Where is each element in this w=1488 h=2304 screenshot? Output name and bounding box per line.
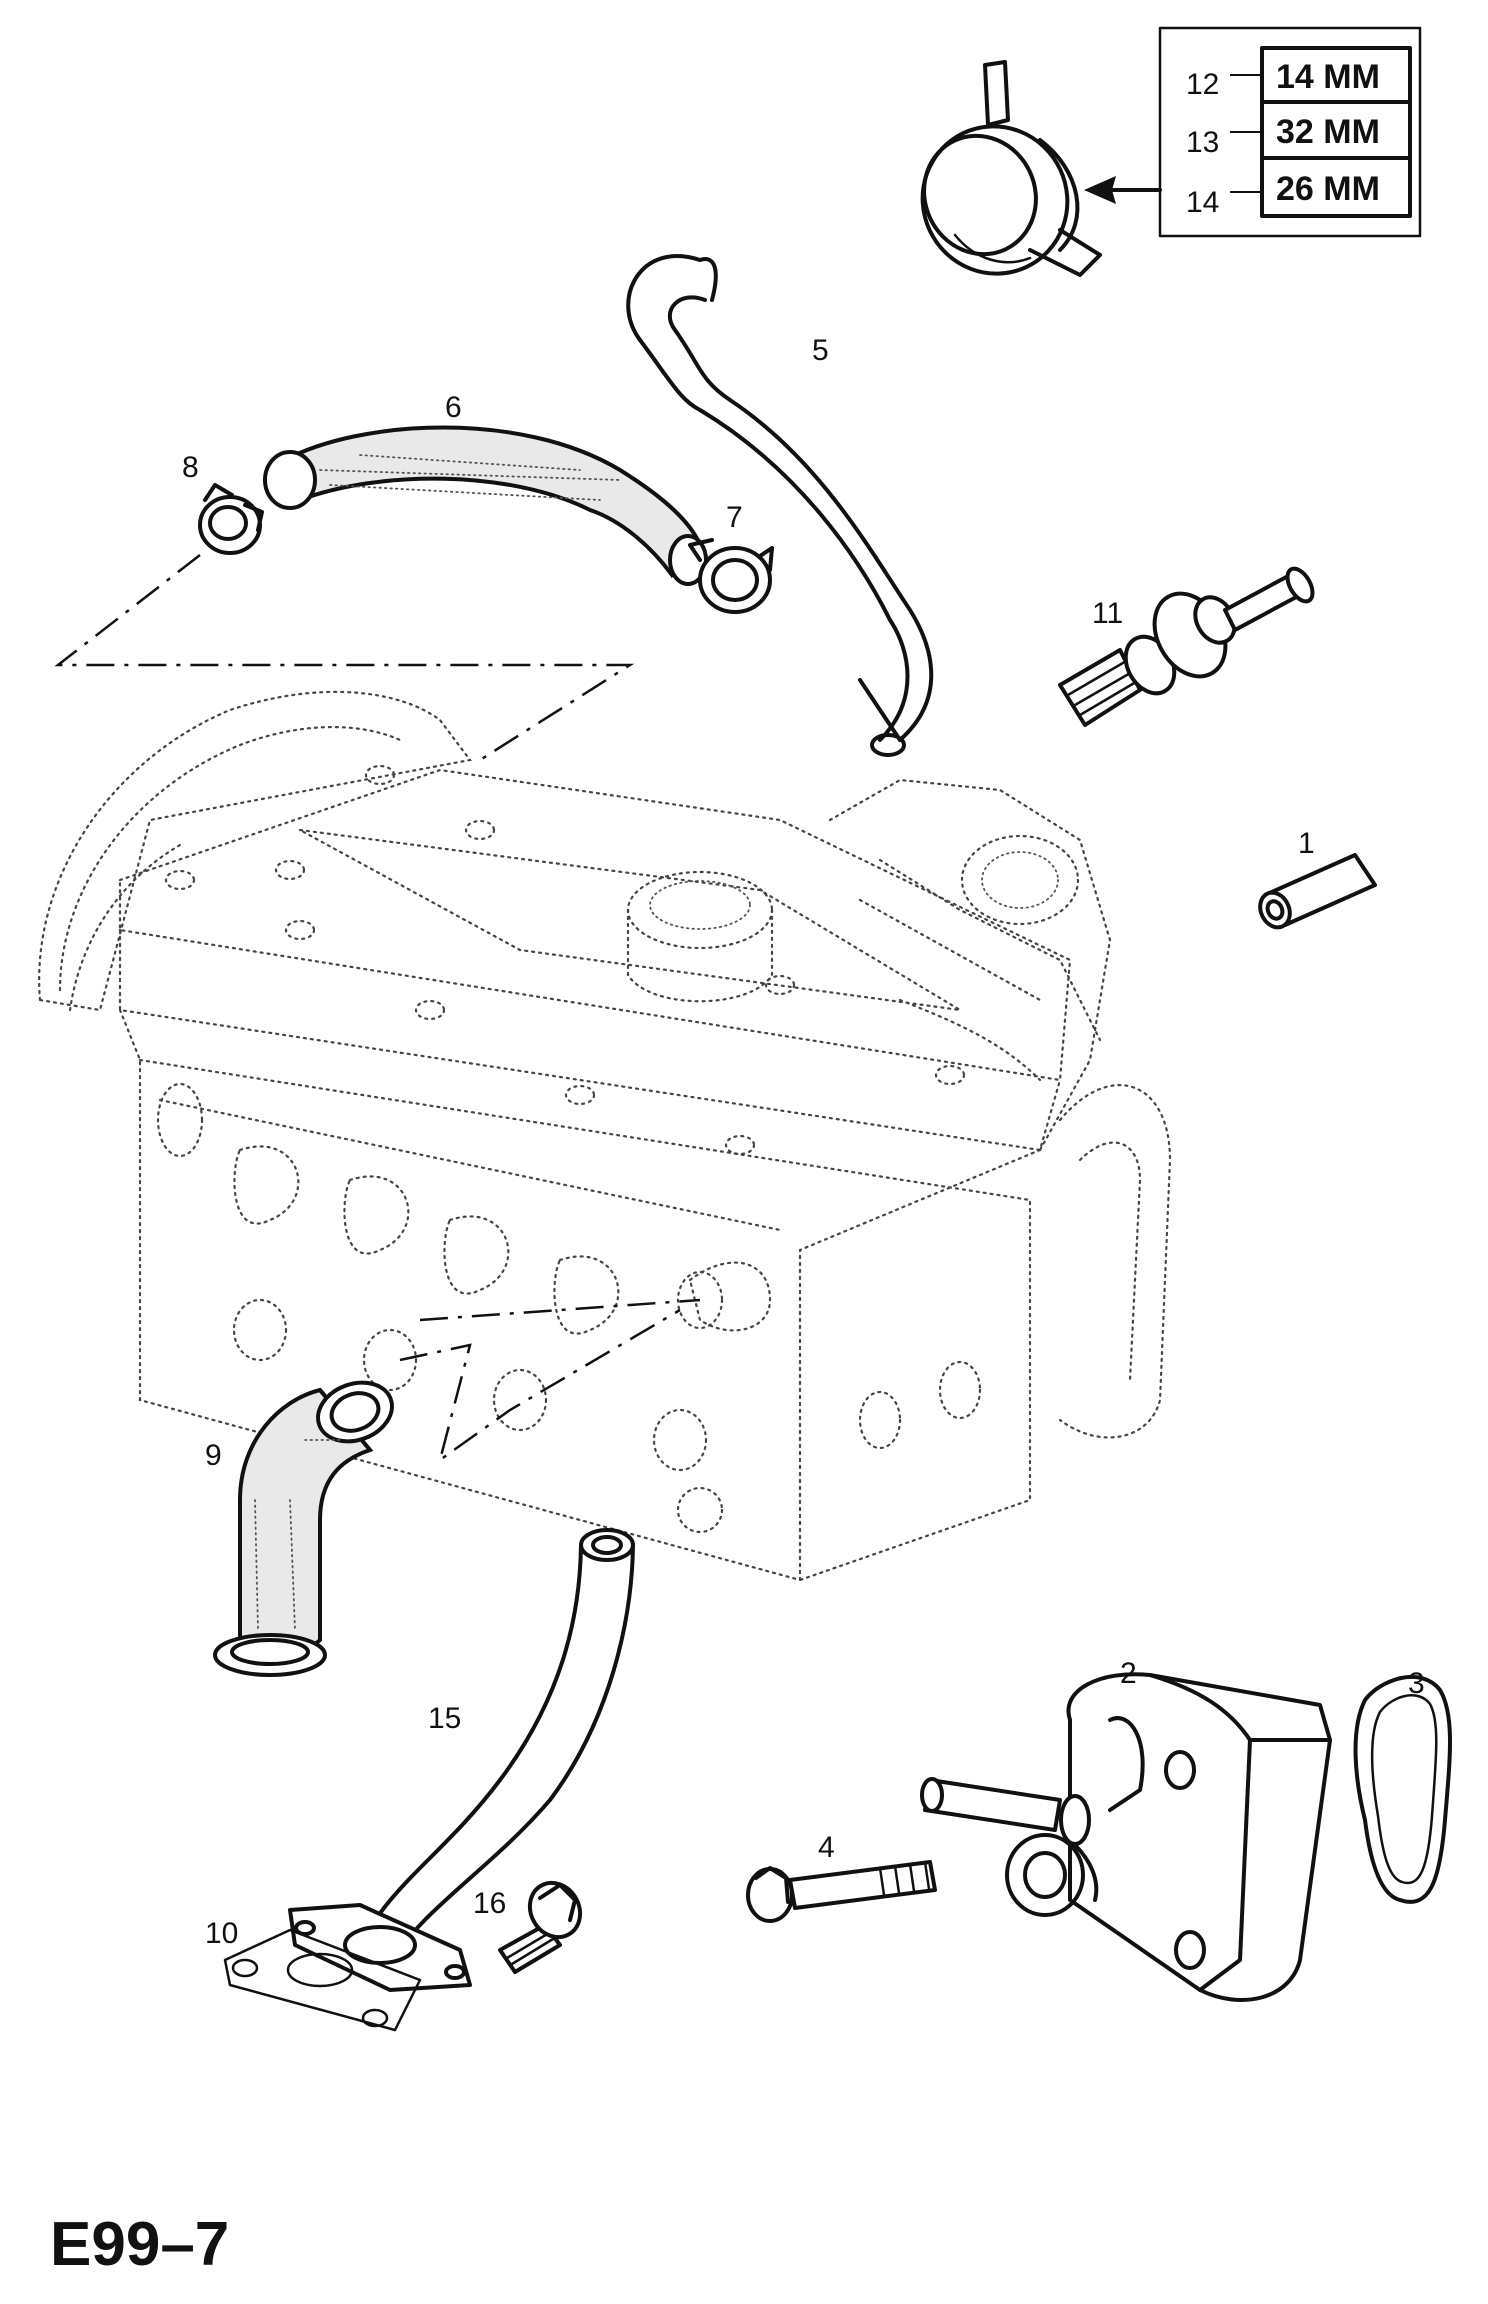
callout-14: 14 bbox=[1186, 186, 1219, 219]
clip-size-frame bbox=[1158, 26, 1422, 238]
bolt-16 bbox=[498, 1880, 583, 1974]
union-fitting-11 bbox=[1058, 566, 1315, 727]
breather-hose-5 bbox=[626, 254, 934, 757]
callout-10: 10 bbox=[205, 1917, 238, 1950]
assembly-leader-lines bbox=[54, 554, 681, 1464]
callout-6: 6 bbox=[445, 391, 462, 424]
coolant-pipe-15 bbox=[353, 1528, 635, 1967]
hose-6 bbox=[263, 425, 708, 586]
bolt-4 bbox=[746, 1860, 937, 1923]
gasket-3 bbox=[1353, 1674, 1452, 1904]
spring-clip-detail: 12 13 14 14 MM 32 MM 26 MM bbox=[920, 26, 1422, 277]
hose-9 bbox=[213, 1380, 394, 1677]
pipe-1 bbox=[1258, 853, 1377, 930]
clip-size-14mm: 14 MM bbox=[1276, 58, 1380, 96]
engine-cylinder-head bbox=[38, 690, 1172, 1582]
figure-code: E99–7 bbox=[50, 2210, 229, 2279]
oil-cooler-2 bbox=[920, 1672, 1332, 2002]
callout-9: 9 bbox=[205, 1439, 222, 1472]
callout-8: 8 bbox=[182, 451, 199, 484]
callout-1: 1 bbox=[1298, 827, 1315, 860]
hose-clip-7 bbox=[688, 538, 774, 614]
arrow-icon bbox=[1084, 176, 1116, 204]
callout-15: 15 bbox=[428, 1702, 461, 1735]
callout-12: 12 bbox=[1186, 68, 1219, 101]
hose-clip-8 bbox=[198, 483, 264, 555]
clip-size-32mm: 32 MM bbox=[1276, 113, 1380, 151]
callout-3: 3 bbox=[1408, 1667, 1425, 1700]
callout-11: 11 bbox=[1092, 597, 1123, 630]
clip-size-26mm: 26 MM bbox=[1276, 170, 1380, 208]
clip-size-box-14 bbox=[1260, 156, 1412, 218]
callout-16: 16 bbox=[473, 1887, 506, 1920]
callout-labels: 1 2 3 4 5 6 7 8 9 10 11 15 16 bbox=[182, 334, 1425, 1950]
callout-7: 7 bbox=[726, 501, 743, 534]
callout-13: 13 bbox=[1186, 126, 1219, 159]
callout-4: 4 bbox=[818, 1831, 835, 1864]
callout-2: 2 bbox=[1120, 1657, 1137, 1690]
flange-gasket-10 bbox=[223, 1903, 472, 2032]
callout-5: 5 bbox=[812, 334, 829, 367]
